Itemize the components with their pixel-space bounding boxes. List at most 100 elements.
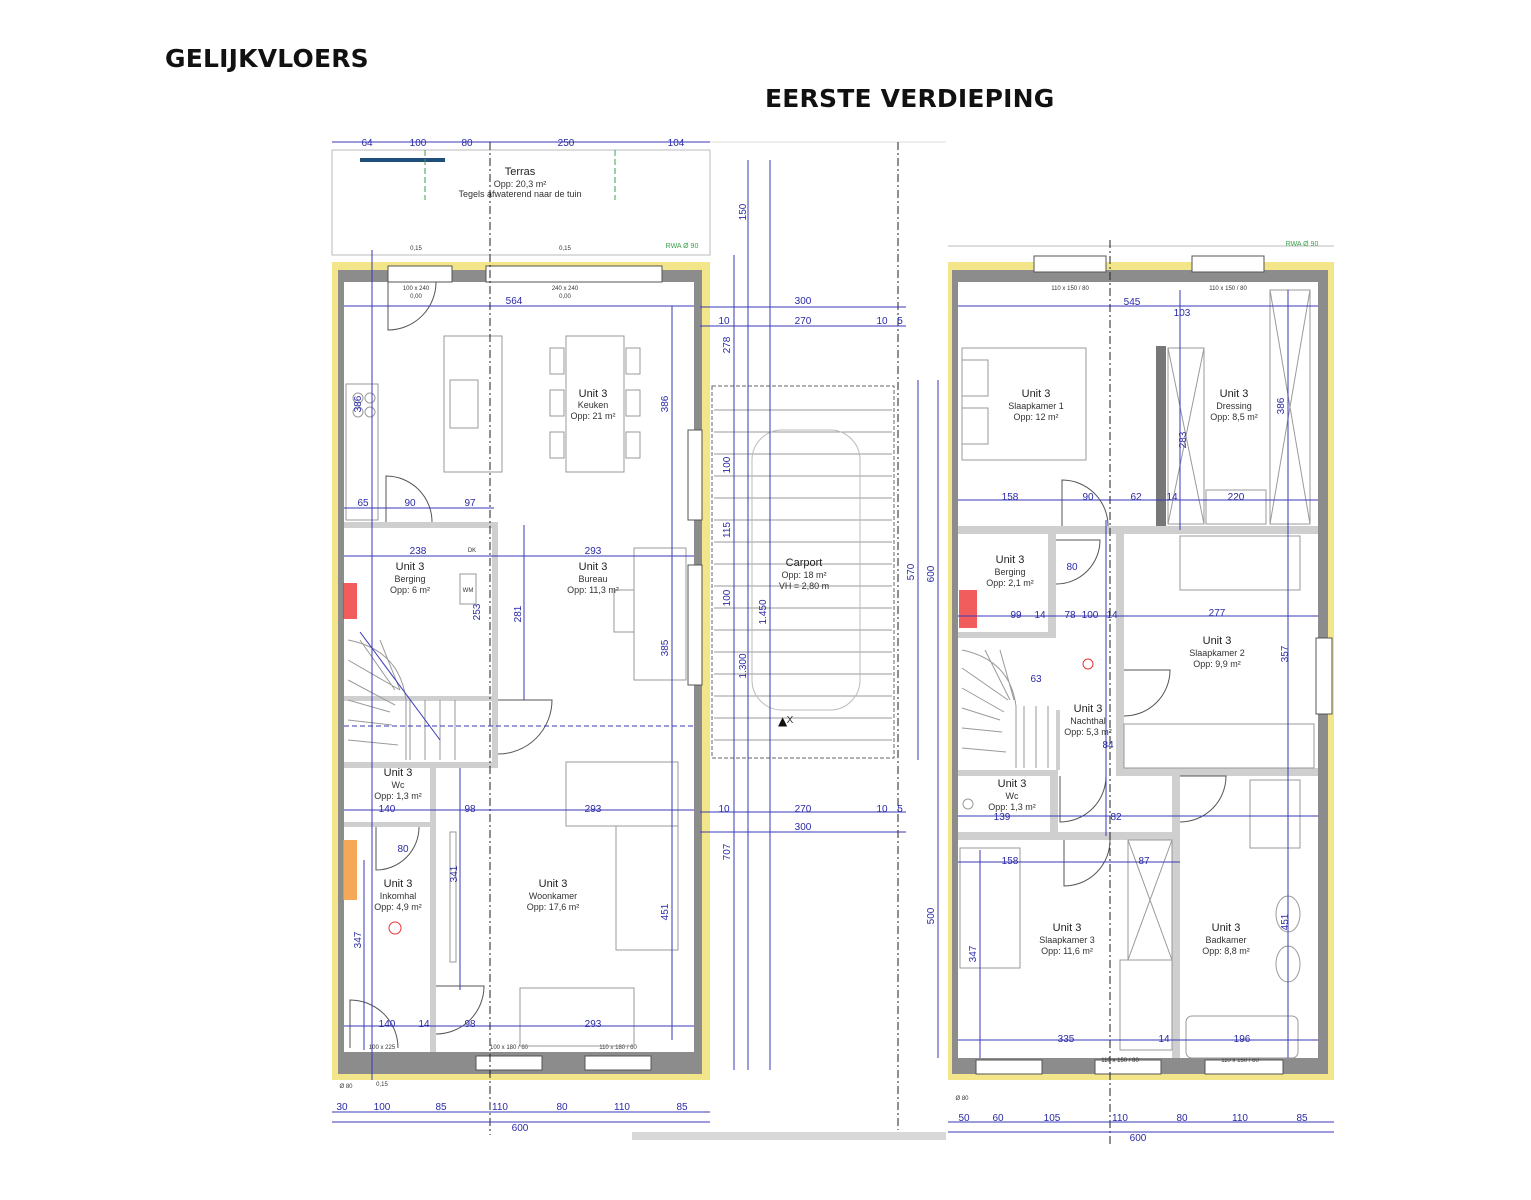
terrace-outline	[331, 149, 711, 256]
dim-carport: 5	[897, 316, 903, 327]
pillow	[961, 407, 989, 445]
badkamer-area: Opp: 8,8 m²	[1202, 946, 1250, 956]
door-slaapkamer2	[1123, 669, 1171, 717]
interior-wall	[492, 522, 498, 762]
dim-carport-vertical: 100	[722, 456, 733, 473]
interior-wall	[1050, 770, 1058, 836]
car-outline	[751, 429, 861, 711]
keuken-unit: Unit 3	[579, 388, 608, 400]
dim-first: 87	[1138, 856, 1150, 867]
dim-bottom: 80	[556, 1102, 568, 1113]
dim-first: 90	[1082, 492, 1094, 503]
staircase	[961, 649, 1049, 768]
window-bottom-2	[584, 1055, 652, 1071]
dim-carport-vertical: 570	[906, 563, 917, 580]
hob-burner	[364, 392, 376, 404]
dim-first: 335	[1058, 1034, 1075, 1045]
interior-wall	[1116, 534, 1124, 774]
dim-first-vertical: 600	[926, 565, 937, 582]
dim-first: 14	[1106, 610, 1118, 621]
shower	[1249, 779, 1301, 849]
slaapkamer3-name: Slaapkamer 3	[1039, 935, 1095, 945]
dim-inner: 98	[464, 804, 476, 815]
keuken-area: Opp: 21 m²	[570, 411, 615, 421]
window-size-label: 110 x 180 / 60	[599, 1045, 637, 1051]
carport-roof-beams	[714, 409, 892, 741]
chair	[625, 389, 641, 417]
dim-carport-vertical: 1.300	[738, 653, 749, 678]
window-size-label: 100 x 225	[369, 1045, 396, 1051]
dim-carport-vertical: 707	[722, 843, 733, 860]
interior-wall	[1172, 776, 1180, 1058]
door-berging	[385, 475, 433, 523]
window-right-2	[687, 564, 703, 686]
window-top-sliding	[485, 265, 663, 283]
stair-arrow	[359, 631, 441, 741]
window-bottom-1	[475, 1055, 543, 1071]
carport-name: Carport	[786, 557, 823, 569]
wardrobe	[1123, 723, 1315, 769]
interior-wall-dressing	[1156, 346, 1166, 526]
carport-area: Opp: 18 m²	[781, 570, 826, 580]
window-bottom-2	[1094, 1059, 1162, 1075]
dim-carport: 270	[795, 804, 812, 815]
door-entrance	[349, 999, 399, 1049]
dim-inner: 238	[410, 546, 427, 557]
chimney-marker	[343, 583, 357, 619]
dim-bottom: 110	[492, 1102, 508, 1113]
dim-carport-vertical: 150	[738, 203, 749, 220]
dim-top-5: 104	[668, 138, 685, 149]
dim-first-vertical: 500	[926, 907, 937, 924]
dim-first: 158	[1002, 492, 1019, 503]
interior-wall	[344, 822, 434, 827]
bureau-unit: Unit 3	[579, 561, 608, 573]
interior-wall	[958, 832, 1178, 840]
sink	[449, 379, 479, 429]
dim-bottom: 110	[1112, 1113, 1128, 1124]
dim-inner: 293	[585, 804, 602, 815]
wardrobe	[1127, 839, 1173, 961]
interior-wall	[1048, 534, 1056, 634]
wc-area: Opp: 1,3 m²	[988, 802, 1036, 812]
level-label: 0,00	[410, 294, 422, 300]
interior-wall	[344, 762, 498, 768]
meter-box-marker	[343, 840, 357, 900]
dim-carport: 10	[876, 804, 888, 815]
wc-unit: Unit 3	[998, 778, 1027, 790]
dim-vertical: 451	[660, 903, 671, 920]
dim-inner: 293	[585, 1019, 602, 1030]
wc-name: Wc	[1006, 791, 1019, 801]
dim-carport-vertical: 278	[722, 336, 733, 353]
window-size-label: 240 x 240	[552, 286, 579, 292]
wardrobe-cross	[1167, 347, 1205, 525]
slaapkamer3-area: Opp: 11,6 m²	[1041, 946, 1093, 956]
dim-inner: 140	[379, 1019, 396, 1030]
bureau-name: Bureau	[578, 574, 607, 584]
chair	[549, 431, 565, 459]
inkomhal-area: Opp: 4,9 m²	[374, 902, 422, 912]
berging-area: Opp: 2,1 m²	[986, 578, 1034, 588]
door-kitchen	[387, 281, 437, 331]
ground-floor-heading: GELIJKVLOERS	[165, 44, 369, 73]
dim-vertical: 347	[353, 931, 364, 948]
dim-total: 600	[512, 1123, 529, 1134]
dim-first-vertical: 386	[1276, 397, 1287, 414]
interior-wall	[958, 770, 1058, 776]
dim-first: 103	[1174, 308, 1191, 319]
window-right	[1315, 637, 1333, 715]
dim-inner: 140	[379, 804, 396, 815]
shelf	[449, 831, 457, 963]
hob-burner	[352, 406, 364, 418]
dim-inner: 65	[357, 498, 369, 509]
dim-first: 78	[1064, 610, 1076, 621]
wardrobe	[1269, 289, 1311, 525]
interior-wall	[344, 522, 498, 528]
window-size-label: 110 x 150 / 80	[1209, 286, 1247, 292]
dim-carport-vertical: 115	[722, 522, 733, 538]
carport-post-icon: ▲	[778, 714, 788, 728]
door-wc	[1059, 775, 1107, 823]
slaapkamer1-area: Opp: 12 m²	[1013, 412, 1058, 422]
window-size-label: 110 x 150 / 80	[1051, 286, 1089, 292]
nachthal-unit: Unit 3	[1074, 703, 1103, 715]
